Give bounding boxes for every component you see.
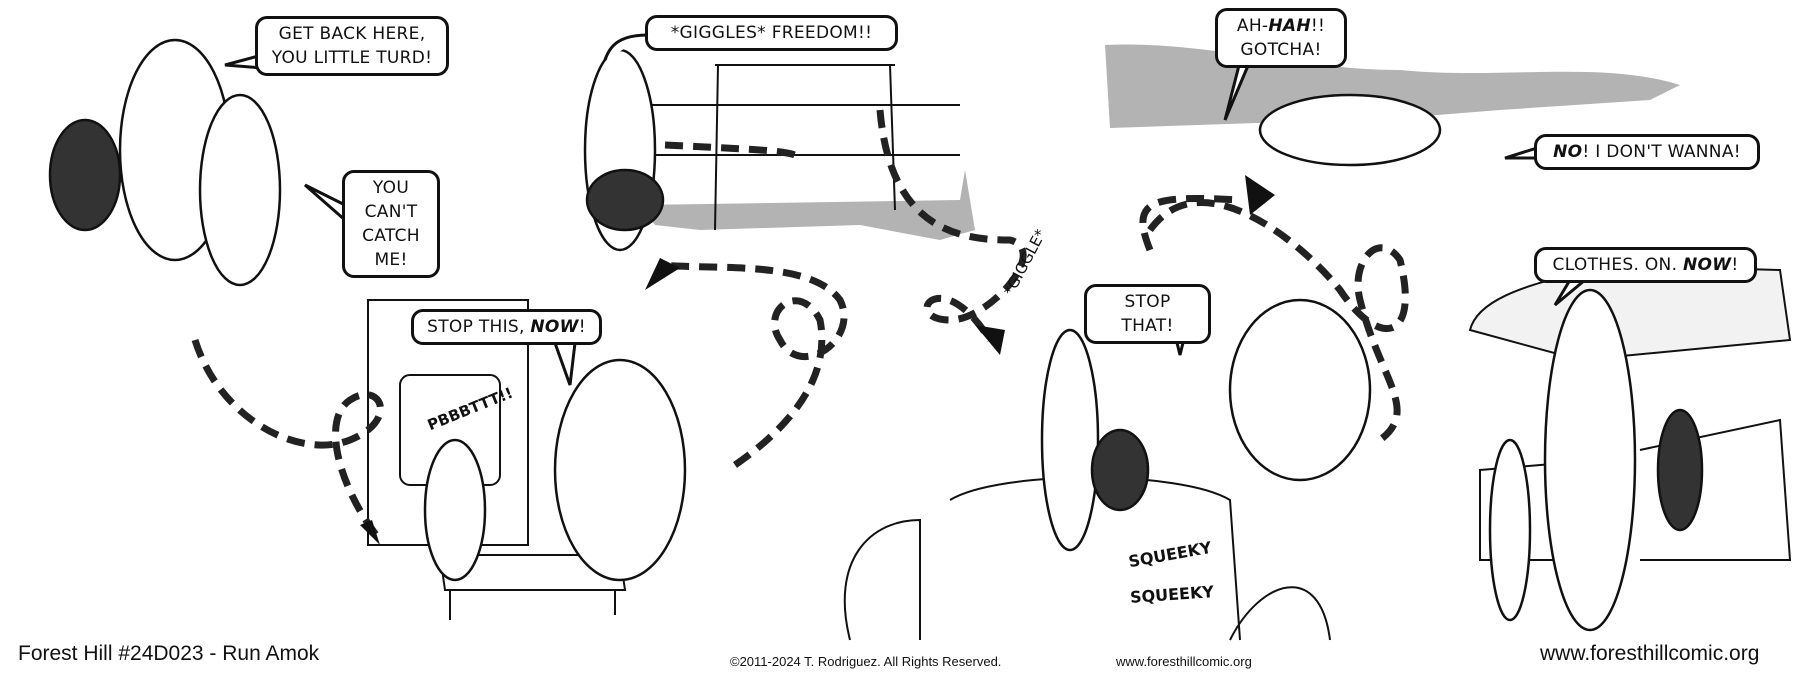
bubble-line: GET BACK HERE, [278, 24, 426, 44]
speech-bubble-stop-this-now: STOP THIS, NOW! [411, 309, 602, 345]
playground-ground [640, 170, 975, 240]
speech-bubble-giggles-freedom: *GIGGLES* FREEDOM!! [645, 15, 898, 51]
swing-set [640, 64, 960, 231]
speech-bubble-you-cant-catch-me: YOU CAN'T CATCH ME! [342, 170, 440, 278]
bubble-line: YOU LITTLE TURD! [271, 48, 433, 68]
bubble-text: ! I DON'T WANNA! [1582, 142, 1741, 162]
speech-bubble-get-back-here: GET BACK HERE, YOU LITTLE TURD! [255, 16, 449, 76]
bubble-text: AH- [1236, 16, 1269, 36]
bubble-text: *GIGGLES* FREEDOM!! [670, 23, 873, 43]
bubble-emphasis: NO [1553, 142, 1583, 162]
speech-bubble-i-dont-wanna: NO! I DON'T WANNA! [1534, 134, 1760, 170]
speech-bubble-gotcha: AH-HAH!! GOTCHA! [1215, 8, 1347, 68]
website-link-center[interactable]: www.foresthillcomic.org [1116, 654, 1252, 669]
bubble-text: STOP THAT! [1121, 292, 1174, 336]
bubble-text: STOP THIS, [427, 317, 531, 337]
bubble-emphasis: HAH [1268, 16, 1311, 36]
chase-path [191, 109, 1409, 543]
website-link-right[interactable]: www.foresthillcomic.org [1540, 642, 1760, 665]
characters [48, 38, 1704, 632]
bubble-text: ! [1731, 255, 1739, 275]
path-arrowheads [360, 175, 1275, 545]
speech-bubble-clothes-on-now: CLOTHES. ON. NOW! [1534, 247, 1757, 283]
bubble-text: ! [578, 317, 586, 337]
bubble-line: CATCH ME! [362, 226, 420, 270]
bubble-emphasis: NOW [530, 317, 579, 337]
comic-title: Forest Hill #24D023 - Run Amok [18, 642, 320, 665]
coffee-table [438, 554, 627, 620]
copyright-notice: ©2011-2024 T. Rodriguez. All Rights Rese… [730, 654, 1002, 669]
bubble-line: YOU CAN'T [364, 178, 418, 222]
bubble-text: CLOTHES. ON. [1552, 255, 1683, 275]
bubble-emphasis: NOW [1682, 255, 1732, 275]
speech-bubble-stop-that: STOP THAT! [1084, 284, 1211, 344]
bubble-text: !! GOTCHA! [1240, 16, 1326, 60]
